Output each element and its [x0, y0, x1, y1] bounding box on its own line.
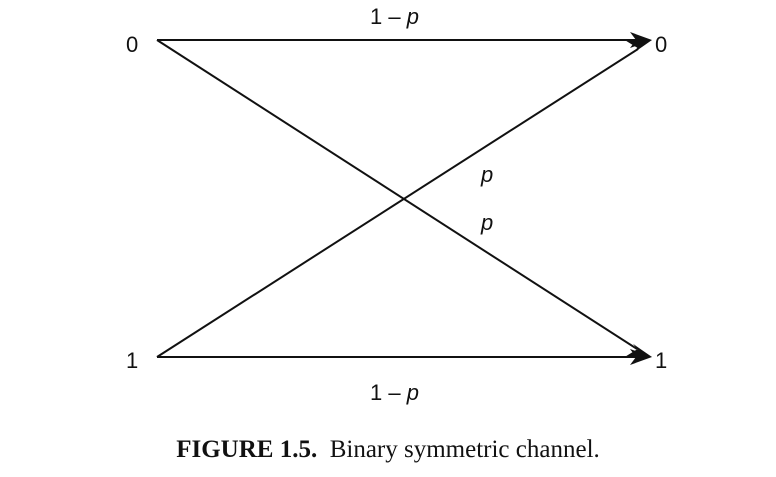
arrowhead-0-to-1: [624, 343, 652, 358]
output-label-0: 0: [655, 32, 667, 57]
output-label-1: 1: [655, 348, 667, 373]
arrowhead-1-to-0: [624, 39, 652, 54]
top-edge-probability: 1 – p: [370, 4, 419, 29]
input-label-0: 0: [126, 32, 138, 57]
figure-caption: FIGURE 1.5. Binary symmetric channel.: [0, 436, 776, 464]
binary-symmetric-channel-diagram: 0 1 0 1 1 – p 1 – p p p: [126, 4, 667, 405]
cross-up-probability: p: [480, 162, 493, 187]
cross-down-probability: p: [480, 210, 493, 235]
figure-caption-label: FIGURE 1.5.: [176, 436, 318, 463]
figure-caption-text: Binary symmetric channel.: [329, 436, 600, 463]
edge-1-to-0: [156, 48, 639, 358]
bottom-edge-probability: 1 – p: [370, 380, 419, 405]
edge-0-to-1: [156, 39, 638, 350]
input-label-1: 1: [126, 348, 138, 373]
